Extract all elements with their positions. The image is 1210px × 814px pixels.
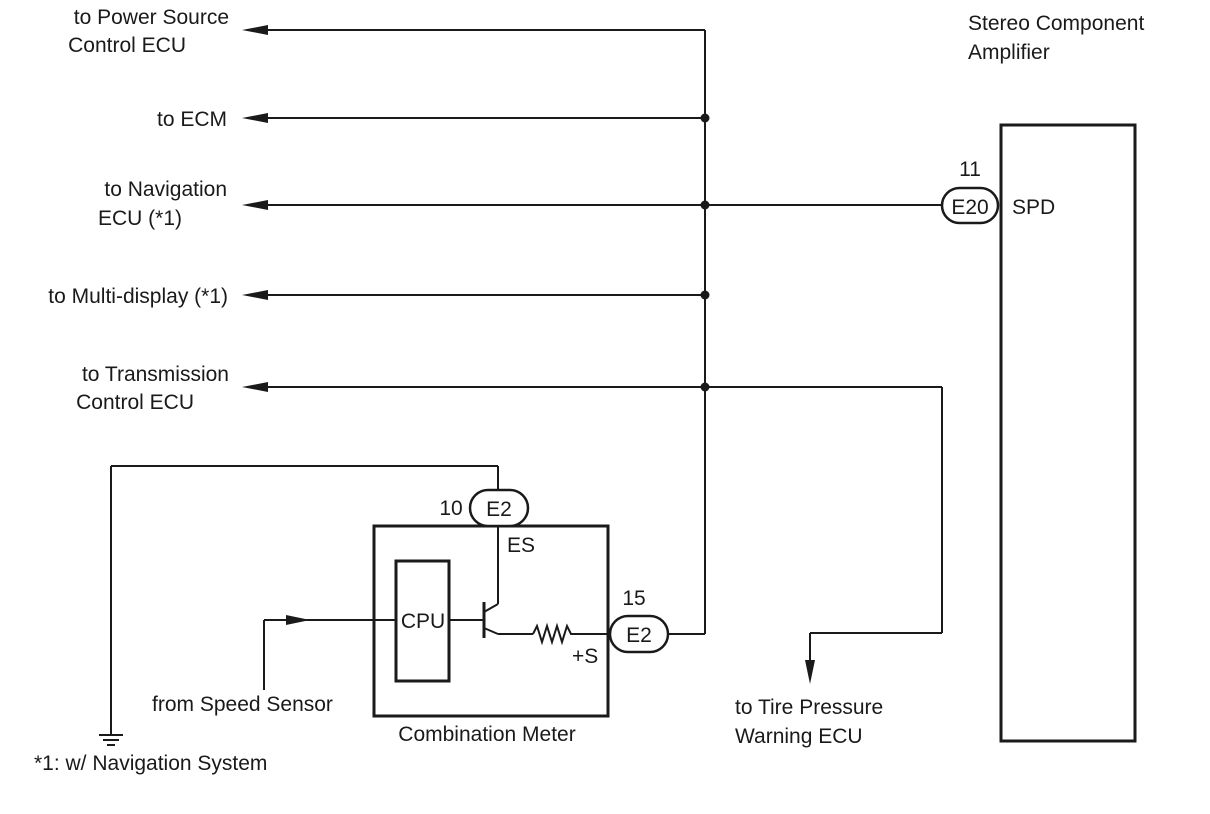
amplifier-terminal: SPD (1012, 196, 1055, 219)
arrow-power (242, 25, 268, 35)
junction-trans (700, 382, 710, 392)
label-tire-2: Warning ECU (735, 725, 863, 748)
amplifier-connector-label: E20 (951, 196, 988, 219)
arrow-nav (242, 200, 268, 210)
label-trans-1: to Transmission (82, 363, 229, 386)
label-trans-2: Control ECU (76, 391, 194, 414)
label-tire-1: to Tire Pressure (735, 696, 883, 719)
cpu-label: CPU (401, 610, 445, 633)
resistor-icon (532, 622, 610, 646)
ground-icon (99, 734, 123, 746)
meter-signal-terminal: +S (572, 645, 598, 668)
junction-multi (700, 290, 710, 300)
meter-ground-pin: 10 (439, 497, 462, 520)
label-speed-sensor: from Speed Sensor (152, 693, 333, 716)
amplifier-pin: 11 (959, 158, 981, 181)
transistor-icon (449, 526, 533, 638)
junction-ecm (700, 113, 710, 123)
label-power-1: to Power Source (74, 6, 229, 29)
label-power-2: Control ECU (68, 34, 186, 57)
cpu-box (394, 559, 451, 683)
meter-signal-pin: 15 (622, 587, 645, 610)
label-ecm: to ECM (157, 108, 227, 131)
meter-signal-connector-label: E2 (626, 624, 652, 647)
amplifier-title-1: Stereo Component (968, 12, 1144, 35)
junction-nav (700, 200, 710, 210)
meter-ground-terminal: ES (507, 534, 535, 557)
arrow-tire (805, 660, 815, 684)
arrow-trans (242, 382, 268, 392)
label-nav-2: ECU (*1) (98, 207, 182, 230)
amplifier-box (999, 123, 1137, 743)
amplifier-title-2: Amplifier (968, 41, 1050, 64)
arrow-ecm (242, 113, 268, 123)
label-multi: to Multi-display (*1) (48, 285, 228, 308)
meter-ground-connector-label: E2 (486, 498, 512, 521)
footnote: *1: w/ Navigation System (34, 752, 267, 775)
arrow-speed (286, 615, 310, 625)
combination-meter-label: Combination Meter (398, 723, 575, 746)
arrow-multi (242, 290, 268, 300)
amplifier-connector (940, 186, 1000, 225)
label-nav-1: to Navigation (104, 178, 227, 201)
